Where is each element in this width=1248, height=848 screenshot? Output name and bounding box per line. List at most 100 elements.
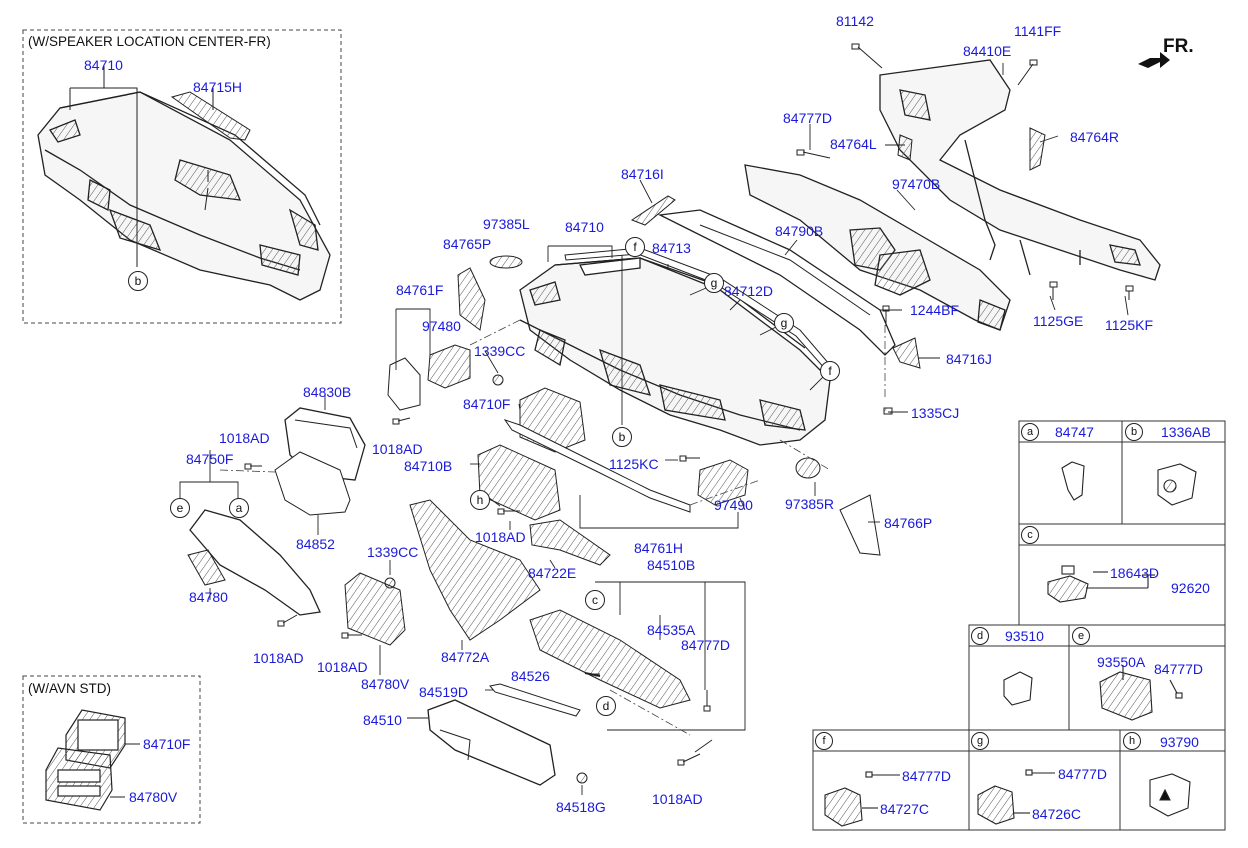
side-cover-84766P: [839, 494, 881, 556]
table-part-84726C: 84726C: [1032, 806, 1082, 822]
cowl-crossbar-84410E: [879, 59, 1161, 281]
callout-a-main: a: [229, 498, 249, 518]
part-84765P: 84765P: [443, 236, 492, 252]
side-cover-84765P: [457, 267, 486, 331]
lower-panel-84750F: [189, 509, 321, 616]
leader-lines: [179, 63, 1129, 795]
main-crash-pad: [519, 257, 831, 446]
glove-box-84510: [427, 699, 556, 786]
callout-f-top: f: [625, 237, 645, 257]
part-84790B: 84790B: [775, 223, 824, 239]
inset-avn-parts: [45, 709, 126, 811]
table-part-84777D-e: 84777D: [1154, 661, 1204, 677]
part-84518G: 84518G: [556, 799, 606, 815]
bolt-1018AD-e: [341, 632, 362, 639]
callout-e-main: e: [170, 498, 190, 518]
clip-1335CJ: [883, 407, 893, 415]
bolt-1018AD-f: [677, 753, 701, 766]
part-97385R: 97385R: [785, 496, 835, 512]
part-1339CC-a: 1339CC: [474, 343, 526, 359]
lower-fascia-84780V: [344, 572, 406, 646]
bracket-84722E: [529, 519, 611, 566]
part-84761F: 84761F: [396, 282, 444, 298]
table-letter-c: c: [1021, 526, 1039, 544]
part-1018AD-e: 1018AD: [317, 659, 368, 675]
part-84535A: 84535A: [647, 622, 696, 638]
part-84715H: 84715H: [193, 79, 243, 95]
speaker-inset-frame: [22, 29, 342, 324]
part-97385L: 97385L: [483, 216, 530, 232]
callout-g-top: g: [704, 273, 724, 293]
speaker-inset-title: (W/SPEAKER LOCATION CENTER-FR): [28, 34, 271, 49]
part-84710B: 84710B: [404, 458, 453, 474]
callout-b-main: b: [612, 427, 632, 447]
top-cover-84716I: [630, 195, 676, 226]
table-part-92620: 92620: [1171, 580, 1210, 596]
bolt-1018AD-b: [244, 463, 262, 470]
part-1339CC-b: 1339CC: [367, 544, 419, 560]
part-84764R: 84764R: [1070, 129, 1120, 145]
bolt-1125KF: [1125, 285, 1134, 300]
part-1018AD-f: 1018AD: [652, 791, 703, 807]
callout-c-main: c: [585, 590, 605, 610]
speaker-grille-97385R: [795, 457, 821, 479]
part-84780V-main: 84780V: [361, 676, 410, 692]
part-84710-inset: 84710: [84, 57, 123, 73]
glove-box-housing-84510B: [529, 609, 691, 709]
part-84510: 84510: [363, 712, 402, 728]
part-1125GE: 1125GE: [1033, 313, 1084, 329]
part-97490: 97490: [714, 497, 753, 513]
part-84713: 84713: [652, 240, 691, 256]
front-arrow: [1138, 52, 1170, 68]
center-bracket-84772A: [409, 499, 541, 641]
part-84716J: 84716J: [946, 351, 992, 367]
nut-1339CC-a: [492, 374, 504, 386]
part-1125KF: 1125KF: [1105, 317, 1153, 333]
bolt-1244BF: [882, 305, 890, 326]
center-fascia-84710B: [477, 444, 561, 521]
part-84830B: 84830B: [303, 384, 352, 400]
part-1018AD-b: 1018AD: [219, 430, 270, 446]
nut-84518G: [576, 772, 588, 784]
avn-inset-frame: [22, 675, 201, 824]
part-1244BF: 1244BF: [910, 302, 960, 318]
bracket-84764R: [1029, 127, 1046, 171]
vent-97490: [697, 459, 749, 506]
part-1125KC: 1125KC: [609, 456, 659, 472]
inset-grille-84715H: [170, 91, 251, 141]
part-84526: 84526: [511, 668, 550, 684]
part-84710F-main: 84710F: [463, 396, 511, 412]
part-97480: 97480: [422, 318, 461, 334]
bolt-81142: [851, 43, 883, 69]
table-letter-b: b: [1125, 423, 1143, 441]
part-84519D: 84519D: [419, 684, 469, 700]
vent-97480: [427, 344, 471, 389]
strip-84519D: [489, 683, 581, 717]
table-letter-f: f: [815, 732, 833, 750]
callout-h-main: h: [470, 490, 490, 510]
vent-bezel-84761F: [387, 357, 421, 411]
callout-b-inset: b: [128, 271, 148, 291]
damper-84526: [584, 672, 601, 677]
avn-inset-title: (W/AVN STD): [28, 681, 111, 696]
table-letter-e: e: [1072, 627, 1090, 645]
subpart-drawings: [824, 461, 1197, 827]
subpart-table: [812, 420, 1226, 831]
upper-cover-84790B: [657, 209, 896, 356]
bolt-84777D-top: [796, 149, 831, 159]
callout-g-mid: g: [774, 313, 794, 333]
part-84716I: 84716I: [621, 166, 664, 182]
callout-f-mid: f: [820, 361, 840, 381]
part-84510B: 84510B: [647, 557, 696, 573]
part-84712D: 84712D: [724, 283, 774, 299]
bolt-1018AD-a: [392, 417, 411, 425]
table-letter-g: g: [971, 732, 989, 750]
table-part-84747: 84747: [1055, 424, 1094, 440]
front-direction-label: FR.: [1163, 36, 1194, 57]
bolt-1018AD-d: [277, 614, 298, 627]
part-84710-main: 84710: [565, 219, 604, 235]
part-1335CJ: 1335CJ: [911, 405, 960, 421]
bolt-1125KC: [679, 455, 700, 462]
side-cover-84716J: [892, 337, 921, 369]
